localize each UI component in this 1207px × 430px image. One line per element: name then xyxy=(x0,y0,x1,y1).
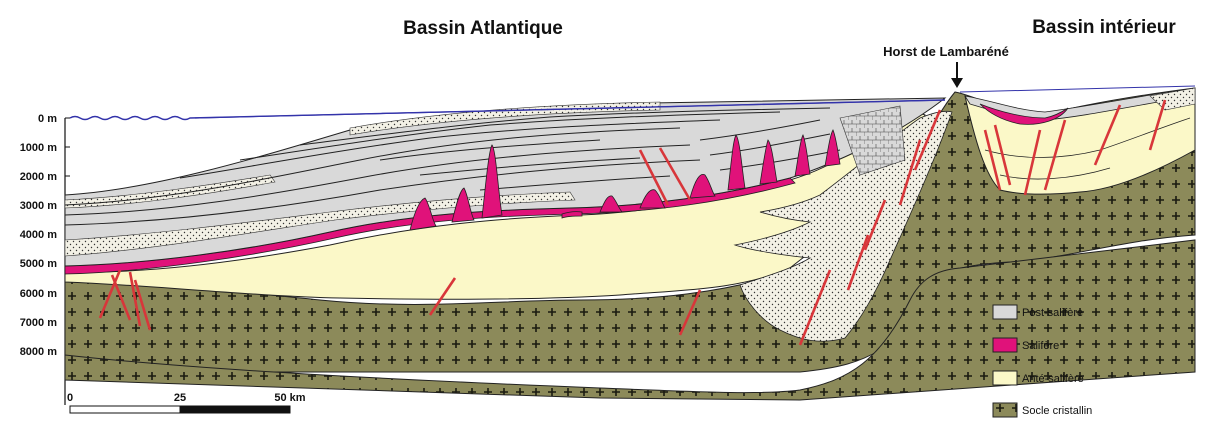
depth-axis: 0 m 1000 m 2000 m 3000 m 4000 m 5000 m 6… xyxy=(20,113,70,405)
label-horst: Horst de Lambaréné xyxy=(883,44,1009,59)
legend-swatch xyxy=(993,371,1017,385)
legend-item-post-salifere: Post-salifère xyxy=(993,305,1083,319)
depth-label-2000: 2000 m xyxy=(20,171,58,183)
scale-bar-white-segment xyxy=(70,406,180,413)
scale-label-25: 25 xyxy=(174,392,186,404)
legend-item-ante-salifere: Anté-salifère xyxy=(993,371,1084,385)
title-atlantic-basin: Bassin Atlantique xyxy=(403,18,563,39)
title-interior-basin: Bassin intérieur xyxy=(1032,17,1176,38)
depth-label-0: 0 m xyxy=(38,113,57,125)
scale-bar: 0 25 50 km xyxy=(67,392,306,413)
legend-label: Post-salifère xyxy=(1022,307,1083,319)
sea-line-interior xyxy=(960,86,1195,92)
horst-arrow-icon xyxy=(951,62,963,88)
depth-label-8000: 8000 m xyxy=(20,346,58,358)
scale-label-50: 50 km xyxy=(274,392,305,404)
legend-item-socle-cristallin: Socle cristallin xyxy=(993,403,1092,417)
legend-label: Salifère xyxy=(1022,340,1059,352)
legend-label: Anté-salifère xyxy=(1022,373,1084,385)
depth-label-4000: 4000 m xyxy=(20,229,58,241)
depth-label-7000: 7000 m xyxy=(20,317,58,329)
depth-label-6000: 6000 m xyxy=(20,288,58,300)
legend-item-salifere: Salifère xyxy=(993,338,1059,352)
legend-label: Socle cristallin xyxy=(1022,405,1092,417)
legend-swatch xyxy=(993,305,1017,319)
depth-label-3000: 3000 m xyxy=(20,200,58,212)
scale-bar-black-segment xyxy=(180,406,290,413)
legend-swatch xyxy=(993,403,1017,417)
scale-label-0: 0 xyxy=(67,392,73,404)
legend-swatch xyxy=(993,338,1017,352)
depth-label-5000: 5000 m xyxy=(20,258,58,270)
depth-label-1000: 1000 m xyxy=(20,142,58,154)
